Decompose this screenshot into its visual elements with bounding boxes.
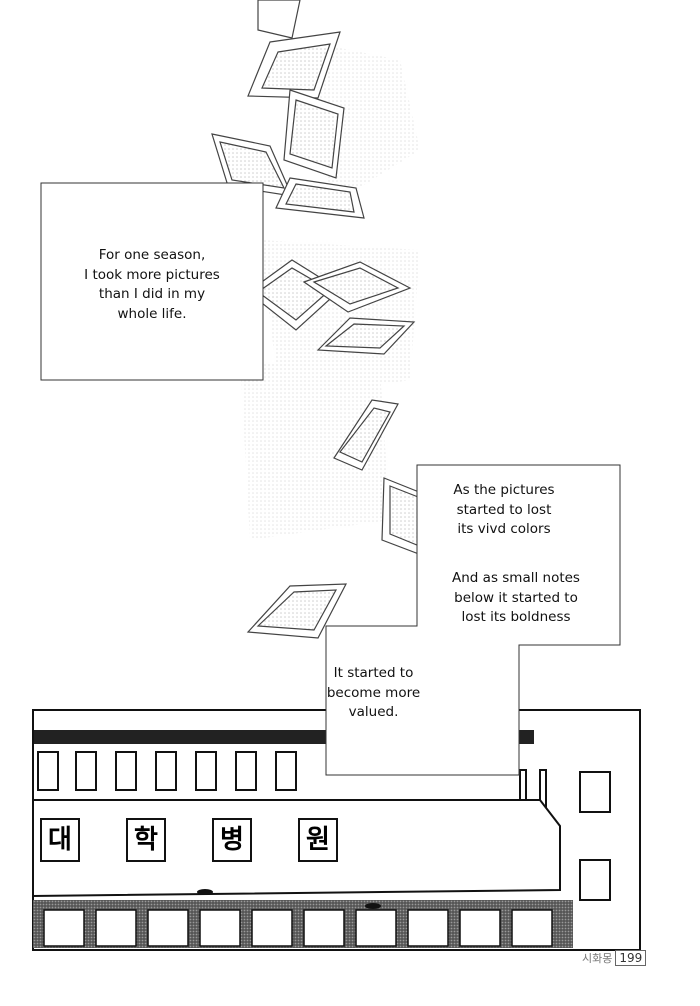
caption-line: started to lost <box>456 501 552 518</box>
sign-letter: 대 <box>40 818 80 862</box>
page-footer: 시화몽 199 <box>582 950 647 966</box>
caption-line: I took more pictures <box>84 266 220 283</box>
sign-letter: 병 <box>212 818 252 862</box>
sign-letter: 원 <box>298 818 338 862</box>
caption-fourth: It started to become more valued. <box>306 664 441 723</box>
caption-line: become more <box>326 684 421 701</box>
caption-line: whole life. <box>117 305 187 322</box>
caption-box-2 <box>325 464 621 776</box>
caption-line: its vivd colors <box>457 521 551 537</box>
caption-line: below it started to <box>454 589 578 606</box>
caption-line: As the pictures <box>453 482 555 498</box>
floating-polaroids <box>211 0 445 639</box>
caption-box-1 <box>40 182 264 381</box>
caption-line: than I did in my <box>98 286 206 302</box>
sign-letters: 대 학 병 원 <box>40 818 338 862</box>
book-title: 시화몽 <box>582 952 613 965</box>
caption-line: It started to <box>333 665 414 681</box>
caption-first: For one season, I took more pictures tha… <box>41 246 263 324</box>
caption-line: lost its boldness <box>461 609 571 625</box>
sign-letter: 학 <box>126 818 166 862</box>
caption-third: And as small notes below it started to l… <box>436 569 596 628</box>
caption-line: And as small notes <box>452 570 580 586</box>
page-number: 199 <box>615 950 647 966</box>
caption-second: As the pictures started to lost its vivd… <box>424 481 584 540</box>
caption-line: valued. <box>348 704 399 720</box>
window-row <box>37 751 611 901</box>
caption-line: For one season, <box>98 247 206 263</box>
